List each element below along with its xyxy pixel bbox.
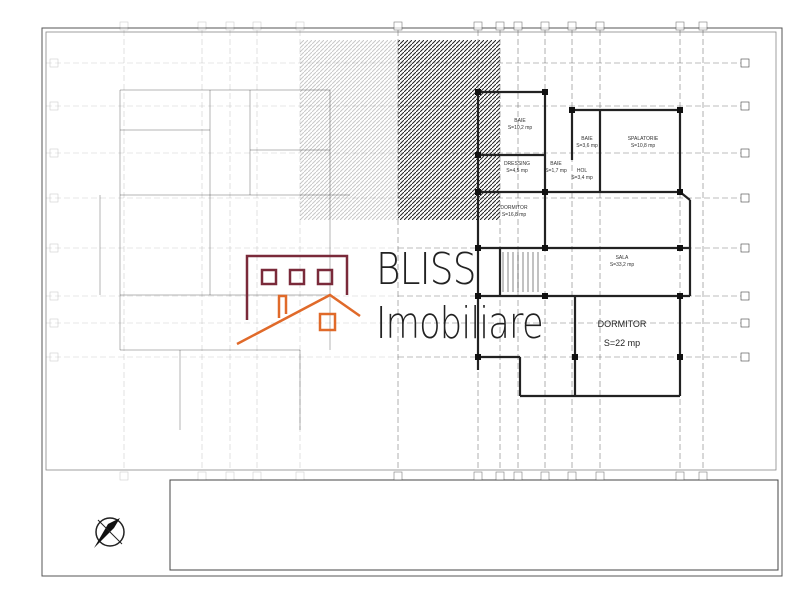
column bbox=[475, 293, 481, 299]
column bbox=[677, 354, 683, 360]
terrace-hatch-faded bbox=[300, 40, 398, 220]
grid-bubble bbox=[225, 471, 235, 481]
room-name: DRESSING bbox=[504, 161, 530, 167]
grid-bubble bbox=[473, 471, 483, 481]
grid-bubble bbox=[740, 291, 750, 301]
grid-bubble bbox=[513, 21, 523, 31]
grid-bubble bbox=[495, 471, 505, 481]
grid-bubble bbox=[495, 21, 505, 31]
grid-bubble bbox=[675, 21, 685, 31]
grid-bubble bbox=[595, 471, 605, 481]
logo-text-bliss: BLISS bbox=[376, 244, 476, 295]
terrace-hatch bbox=[398, 40, 500, 220]
logo-roof bbox=[236, 293, 361, 346]
grid-bubble bbox=[49, 101, 59, 111]
room-labels: BAIE S=10,2 mp BAIE S=3,6 mp SPALATORIE … bbox=[500, 118, 659, 348]
column bbox=[677, 107, 683, 113]
grid-bubble bbox=[197, 21, 207, 31]
logo bbox=[236, 254, 361, 346]
room-name: SPALATORIE bbox=[628, 136, 659, 142]
grid-bubble bbox=[567, 471, 577, 481]
grid-bubble bbox=[49, 193, 59, 203]
column bbox=[572, 354, 578, 360]
column bbox=[542, 89, 548, 95]
column bbox=[677, 293, 683, 299]
grid-bubble bbox=[295, 21, 305, 31]
grid-bubble bbox=[513, 471, 523, 481]
grid-bubble bbox=[393, 21, 403, 31]
room-area: S=10,8 mp bbox=[631, 143, 656, 149]
grid-bubble bbox=[252, 471, 262, 481]
drawing-border bbox=[45, 31, 777, 471]
column bbox=[542, 189, 548, 195]
room-area: S=10,2 mp bbox=[508, 125, 533, 131]
grid-bubble bbox=[595, 21, 605, 31]
room-area: S=3,4 mp bbox=[571, 175, 593, 181]
column bbox=[677, 189, 683, 195]
grid-bubble bbox=[698, 471, 708, 481]
column bbox=[475, 245, 481, 251]
grid-bubble bbox=[393, 471, 403, 481]
room-name: SALA bbox=[616, 255, 629, 261]
grid-bubble bbox=[49, 58, 59, 68]
grid-bubble bbox=[473, 21, 483, 31]
grid-bubble bbox=[225, 21, 235, 31]
room-area: S=22 mp bbox=[604, 338, 640, 348]
column bbox=[542, 245, 548, 251]
north-arrow-icon bbox=[94, 517, 125, 548]
logo-text-imobiliare: Imobiliare bbox=[376, 298, 544, 349]
column bbox=[569, 107, 575, 113]
grid-lines bbox=[46, 21, 750, 481]
column bbox=[475, 354, 481, 360]
column bbox=[677, 245, 683, 251]
grid-bubble bbox=[540, 21, 550, 31]
room-name: BAIE bbox=[514, 118, 526, 124]
room-area: S=3,6 mp bbox=[576, 143, 598, 149]
grid-bubble bbox=[119, 471, 129, 481]
grid-bubble bbox=[740, 318, 750, 328]
grid-bubble bbox=[698, 21, 708, 31]
room-area: S=16,8 mp bbox=[502, 212, 527, 218]
room-name: BAIE bbox=[581, 136, 593, 142]
column bbox=[475, 89, 481, 95]
grid-bubble bbox=[567, 21, 577, 31]
grid-bubble bbox=[119, 21, 129, 31]
grid-bubble bbox=[675, 471, 685, 481]
grid-bubble bbox=[49, 352, 59, 362]
grid-bubble bbox=[49, 318, 59, 328]
grid-bubble bbox=[197, 471, 207, 481]
grid-bubble bbox=[740, 352, 750, 362]
walls bbox=[99, 89, 692, 430]
logo-windows-frame bbox=[245, 254, 349, 320]
title-block bbox=[169, 479, 779, 571]
grid-bubble bbox=[740, 243, 750, 253]
room-name: DORMITOR bbox=[598, 319, 647, 329]
room-area: S=33,2 mp bbox=[610, 262, 635, 268]
room-area: S=4,5 mp bbox=[506, 168, 528, 174]
grid-bubble bbox=[740, 148, 750, 158]
grid-bubble bbox=[49, 291, 59, 301]
grid-bubble bbox=[295, 471, 305, 481]
grid-bubble bbox=[540, 471, 550, 481]
room-name: HOL bbox=[577, 168, 588, 174]
column bbox=[475, 152, 481, 158]
room-name: DORMITOR bbox=[500, 205, 528, 211]
grid-bubble bbox=[740, 193, 750, 203]
grid-bubble bbox=[740, 58, 750, 68]
grid-bubble bbox=[740, 101, 750, 111]
column bbox=[475, 189, 481, 195]
grid-bubble bbox=[49, 148, 59, 158]
grid-bubble bbox=[252, 21, 262, 31]
column bbox=[542, 293, 548, 299]
room-area: S=1,7 mp bbox=[545, 168, 567, 174]
sheet-border bbox=[41, 27, 783, 577]
grid-bubble bbox=[49, 243, 59, 253]
room-name: BAIE bbox=[550, 161, 562, 167]
